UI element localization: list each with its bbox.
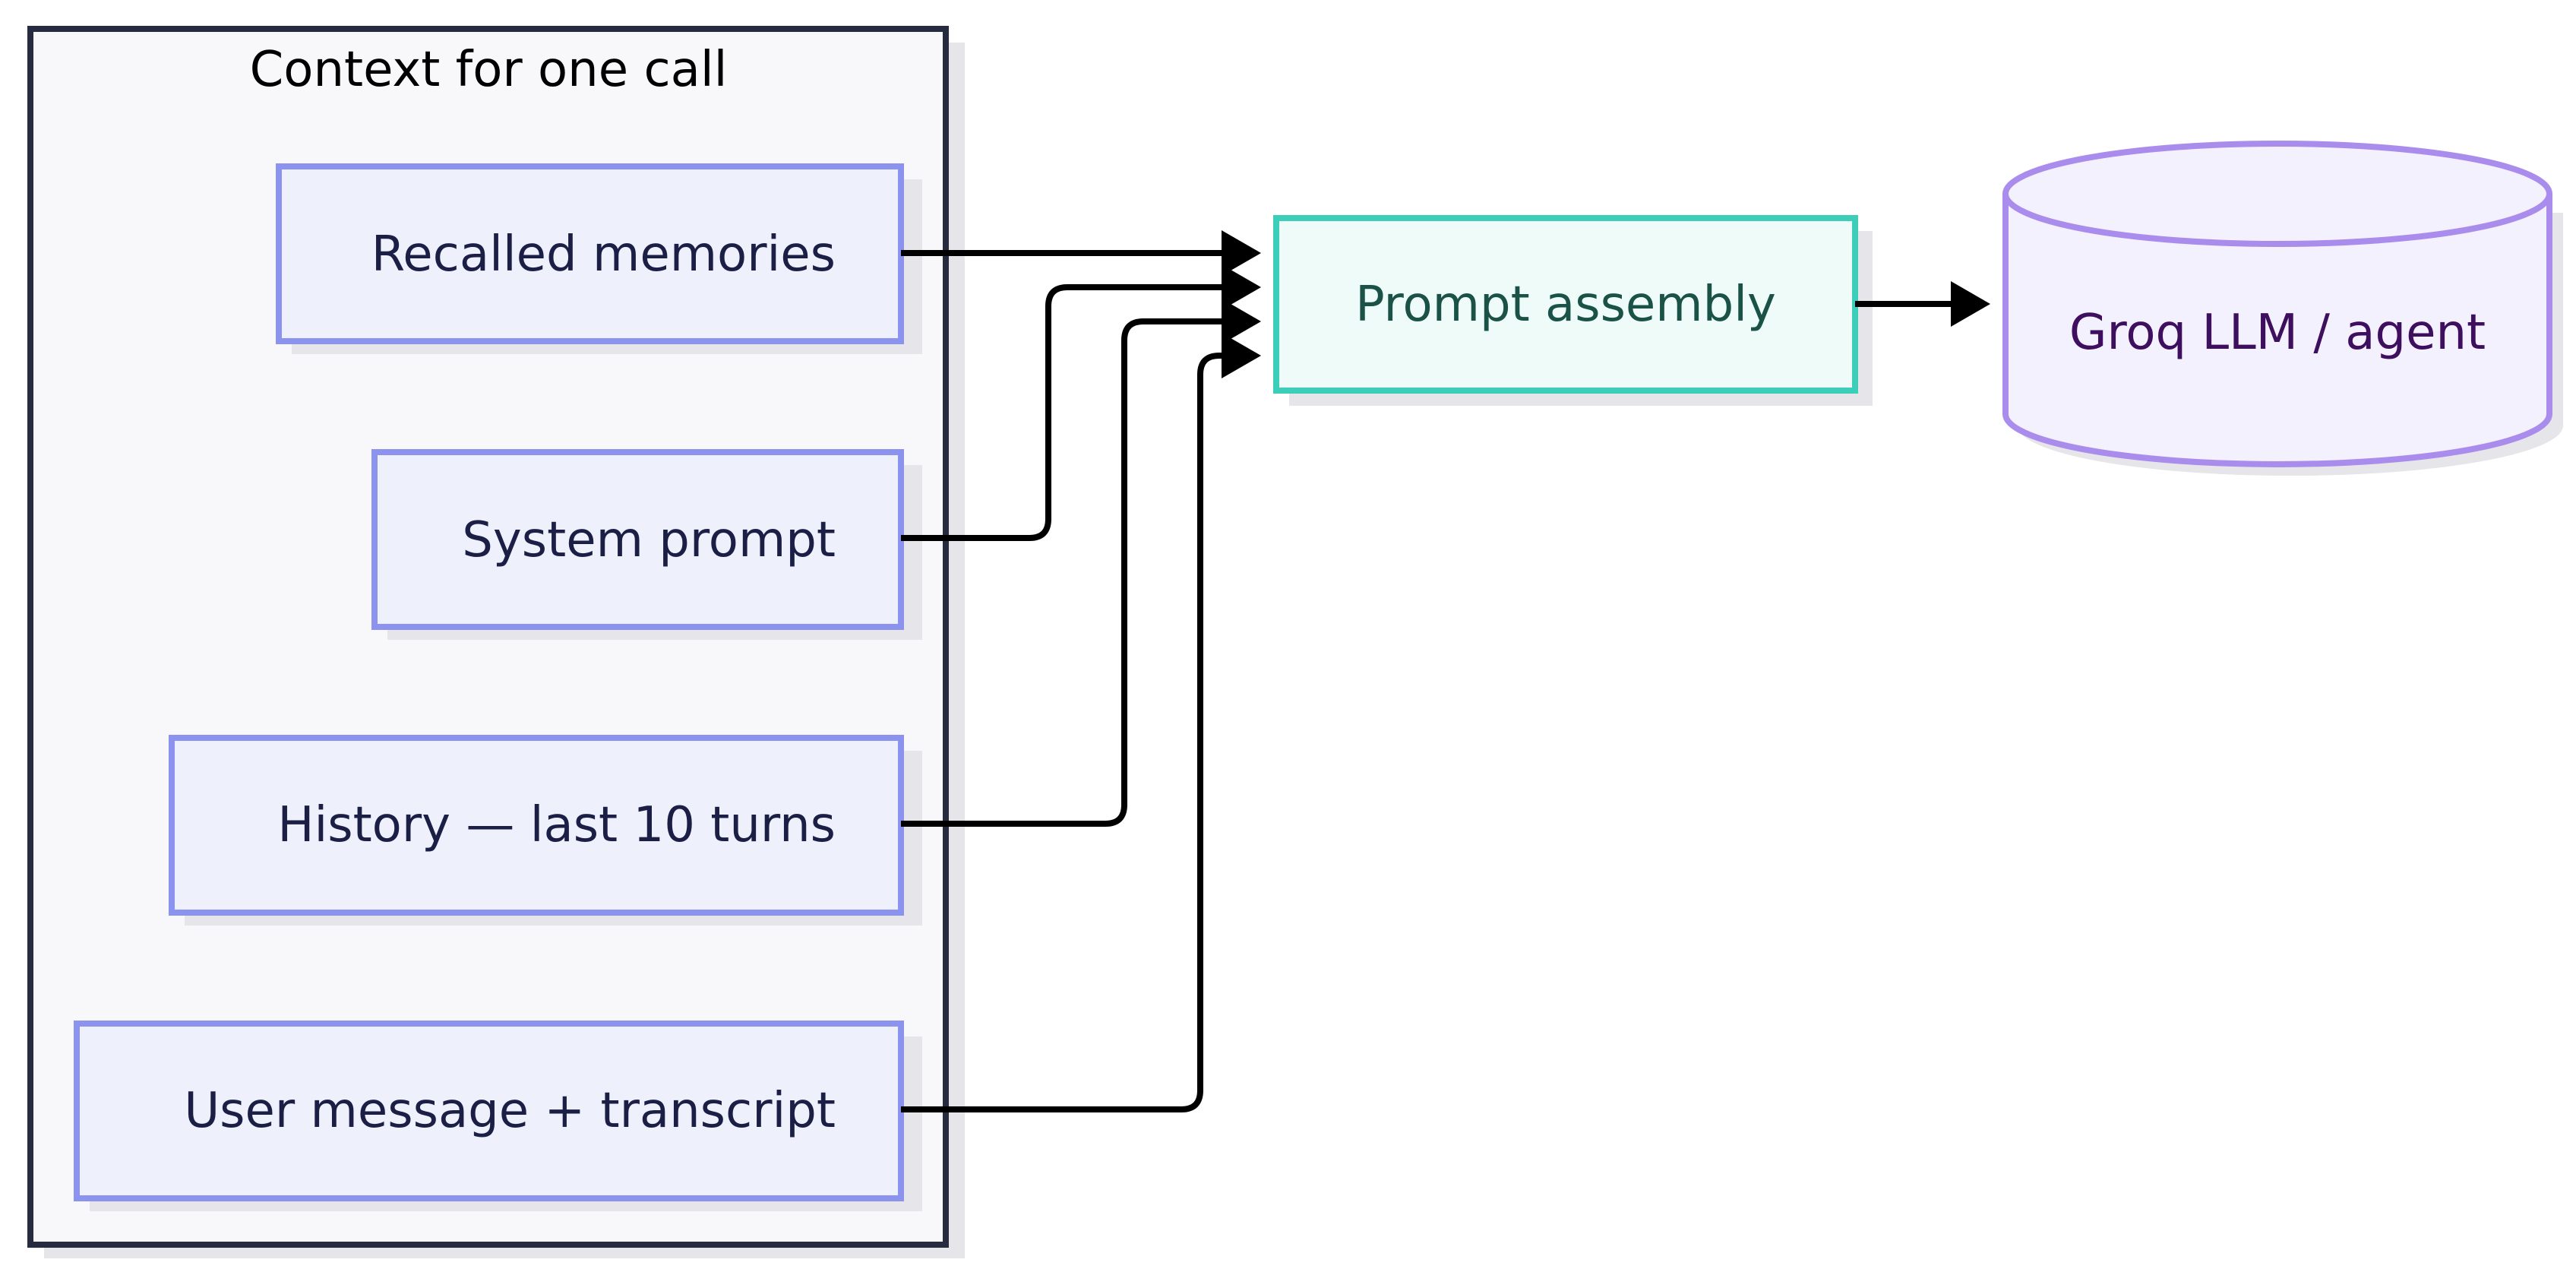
input-label-system-prompt: System prompt xyxy=(462,512,836,568)
arrowhead-recalled xyxy=(1222,230,1261,276)
input-node-recalled-memories: Recalled memories xyxy=(276,163,922,354)
input-label-recalled-memories: Recalled memories xyxy=(371,226,836,283)
llm-cylinder-body xyxy=(2002,194,2552,467)
arrowhead-user xyxy=(1222,333,1261,378)
edge-history-to-assembly xyxy=(901,318,1225,827)
arrowheads xyxy=(1222,230,1990,378)
input-node-user-message: User message + transcript xyxy=(74,1021,922,1211)
prompt-assembly-node: Prompt assembly xyxy=(1273,215,1873,406)
input-node-history: History — last 10 turns xyxy=(169,735,922,926)
prompt-assembly-label: Prompt assembly xyxy=(1355,277,1776,333)
arrowhead-system xyxy=(1222,264,1261,310)
arrowhead-llm xyxy=(1951,281,1990,327)
llm-label: Groq LLM / agent xyxy=(2069,305,2486,361)
edge-system-to-assembly xyxy=(901,284,1225,541)
input-node-system-prompt: System prompt xyxy=(371,449,922,640)
group-title: Context for one call xyxy=(250,42,728,98)
input-label-user-message: User message + transcript xyxy=(184,1083,836,1139)
input-label-history: History — last 10 turns xyxy=(277,797,836,853)
edge-user-to-assembly xyxy=(901,353,1225,1112)
llm-cylinder-top xyxy=(2002,141,2552,247)
edges xyxy=(901,250,1954,1112)
arrowhead-history xyxy=(1222,299,1261,344)
llm-cylinder-node: Groq LLM / agent xyxy=(2002,141,2563,476)
